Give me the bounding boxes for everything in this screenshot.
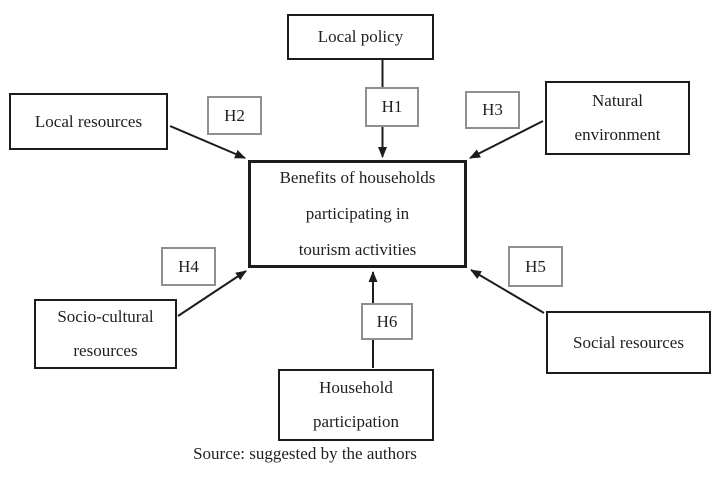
node-benefits-center-label: Benefits of households participating in …: [279, 168, 436, 259]
hypothesis-h3-text: H3: [482, 100, 503, 119]
node-social-resources: Social resources: [546, 311, 711, 374]
hypothesis-label-h5: H5: [508, 246, 563, 287]
node-local-resources-label: Local resources: [34, 111, 143, 131]
hypothesis-h2-text: H2: [224, 105, 245, 125]
source-caption: Source: suggested by the authors: [193, 444, 417, 463]
node-local-resources: Local resources: [9, 93, 168, 150]
node-household-participation: Household participation: [278, 369, 434, 441]
hypothesis-h4-text: H4: [178, 256, 199, 276]
hypothesis-label-h2: H2: [207, 96, 262, 135]
hypothesis-h1-text: H1: [381, 97, 403, 116]
hypothesis-label-h6: H6: [361, 303, 413, 340]
node-socio-cultural-resources: Socio-cultural resources: [34, 299, 177, 369]
hypothesis-label-h3: H3: [465, 91, 520, 129]
hypothesis-h5-text: H5: [525, 256, 546, 276]
node-socio-cultural-resources-label: Socio-cultural resources: [57, 307, 154, 360]
node-local-policy: Local policy: [287, 14, 434, 60]
node-natural-environment: Natural environment: [545, 81, 690, 155]
hypothesis-label-h4: H4: [161, 247, 216, 286]
node-social-resources-label: Social resources: [573, 332, 684, 352]
node-natural-environment-label: Natural environment: [574, 91, 661, 144]
hypothesis-label-h1: H1: [365, 87, 419, 127]
hypothesis-h6-text: H6: [376, 311, 398, 331]
node-household-participation-label: Household participation: [313, 378, 399, 431]
node-benefits-center: Benefits of households participating in …: [248, 160, 467, 268]
node-local-policy-label: Local policy: [317, 27, 404, 46]
